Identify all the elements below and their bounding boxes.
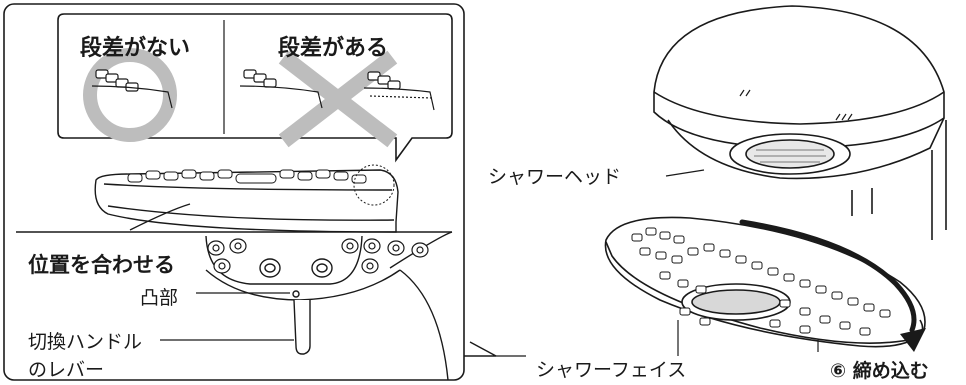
- closeup-nozzles: [207, 238, 429, 274]
- outer-frame: [3, 3, 465, 381]
- shower-head: [653, 5, 947, 240]
- shower-face: [604, 216, 926, 348]
- rotation-arrowhead: [900, 328, 926, 352]
- step-number: ⑥: [830, 360, 847, 382]
- comparison-inset: [57, 13, 453, 163]
- title-no-step: 段差がない: [80, 36, 191, 61]
- face-side-nozzles: [127, 169, 367, 184]
- circle-ok-mark: [83, 48, 177, 142]
- label-lever-line2: のレバー: [28, 359, 105, 381]
- leader-head: [665, 169, 705, 177]
- title-step: 段差がある: [278, 36, 389, 61]
- face-side-view: [94, 169, 399, 233]
- label-tighten-step: ⑥ 締め込む: [830, 356, 929, 383]
- label-shower-face: シャワーフェイス: [536, 359, 687, 381]
- rotation-arrow: [739, 219, 917, 333]
- step-sketch-a: [239, 69, 323, 109]
- label-lever-line1: 切換ハンドル: [28, 331, 143, 353]
- label-align-position: 位置を合わせる: [28, 253, 175, 277]
- leader-face-box: [464, 341, 497, 357]
- no-step-sketch: [91, 69, 173, 109]
- step-text: 締め込む: [852, 360, 929, 382]
- label-shower-head: シャワーヘッド: [488, 166, 622, 188]
- label-convex-part: 凸部: [140, 287, 179, 309]
- detail-circle: [353, 164, 395, 206]
- face-nozzles: [631, 227, 891, 336]
- step-sketch-b: [363, 71, 435, 111]
- closeup-handle: [205, 231, 453, 381]
